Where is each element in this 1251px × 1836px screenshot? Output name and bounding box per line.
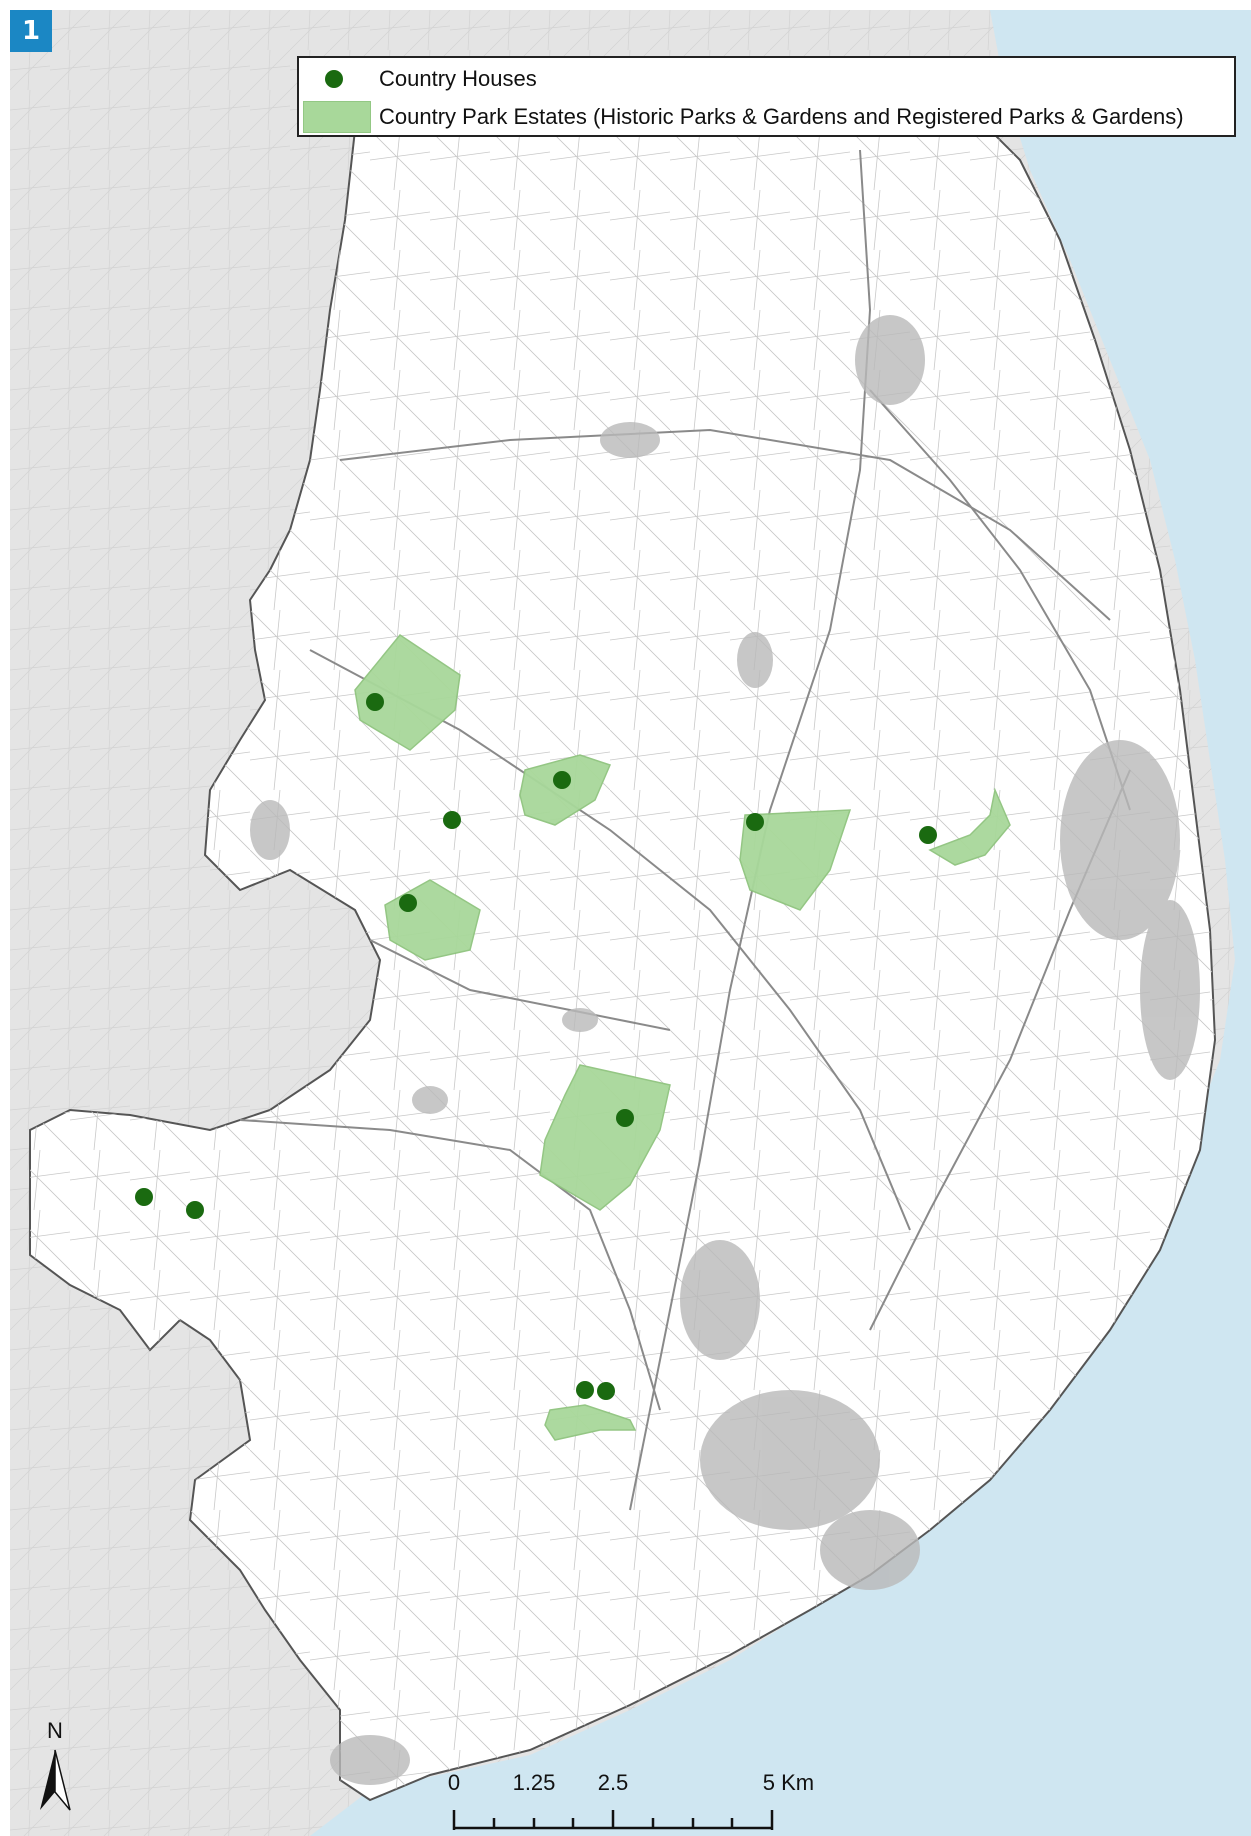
country-house-marker [366, 693, 384, 711]
country-house-marker [135, 1188, 153, 1206]
north-arrow: N [30, 1718, 80, 1818]
legend-area-symbol [303, 101, 371, 133]
legend-label: Country Park Estates (Historic Parks & G… [379, 104, 1184, 129]
country-houses [135, 693, 937, 1400]
map-canvas [10, 10, 1251, 1836]
legend-label: Country Houses [379, 66, 537, 91]
scale-bar-graphic [452, 1810, 774, 1830]
sea [310, 10, 1251, 1836]
scale-label-1.25: 1.25 [512, 1770, 556, 1795]
map-frame [10, 10, 1251, 1836]
figure-number-badge: 1 [10, 10, 52, 52]
country-house-marker [443, 811, 461, 829]
scale-label-0: 0 [447, 1770, 461, 1795]
country-house-marker [186, 1201, 204, 1219]
park-estate [928, 787, 1011, 866]
urban-areas [250, 315, 1200, 1785]
scale-label-2.5: 2.5 [597, 1770, 629, 1795]
legend-point-symbol [325, 70, 343, 88]
country-house-marker [576, 1381, 594, 1399]
country-house-marker [919, 826, 937, 844]
country-house-marker [597, 1382, 615, 1400]
scale-bar: 0 1.25 2.5 5 Km [430, 1770, 850, 1836]
park-estates [354, 633, 1011, 1441]
map-legend: Country Houses Country Park Estates (His… [297, 56, 1236, 137]
park-estate [519, 754, 612, 826]
park-estate [739, 809, 852, 911]
north-arrow-icon [40, 1749, 71, 1811]
country-house-marker [553, 771, 571, 789]
park-estate [544, 1404, 637, 1441]
country-house-marker [399, 894, 417, 912]
country-house-marker [746, 813, 764, 831]
scale-label-5km: 5 Km [762, 1770, 815, 1795]
north-label: N [47, 1718, 63, 1743]
park-estate [539, 1064, 671, 1211]
country-house-marker [616, 1109, 634, 1127]
park-estate [354, 633, 461, 751]
